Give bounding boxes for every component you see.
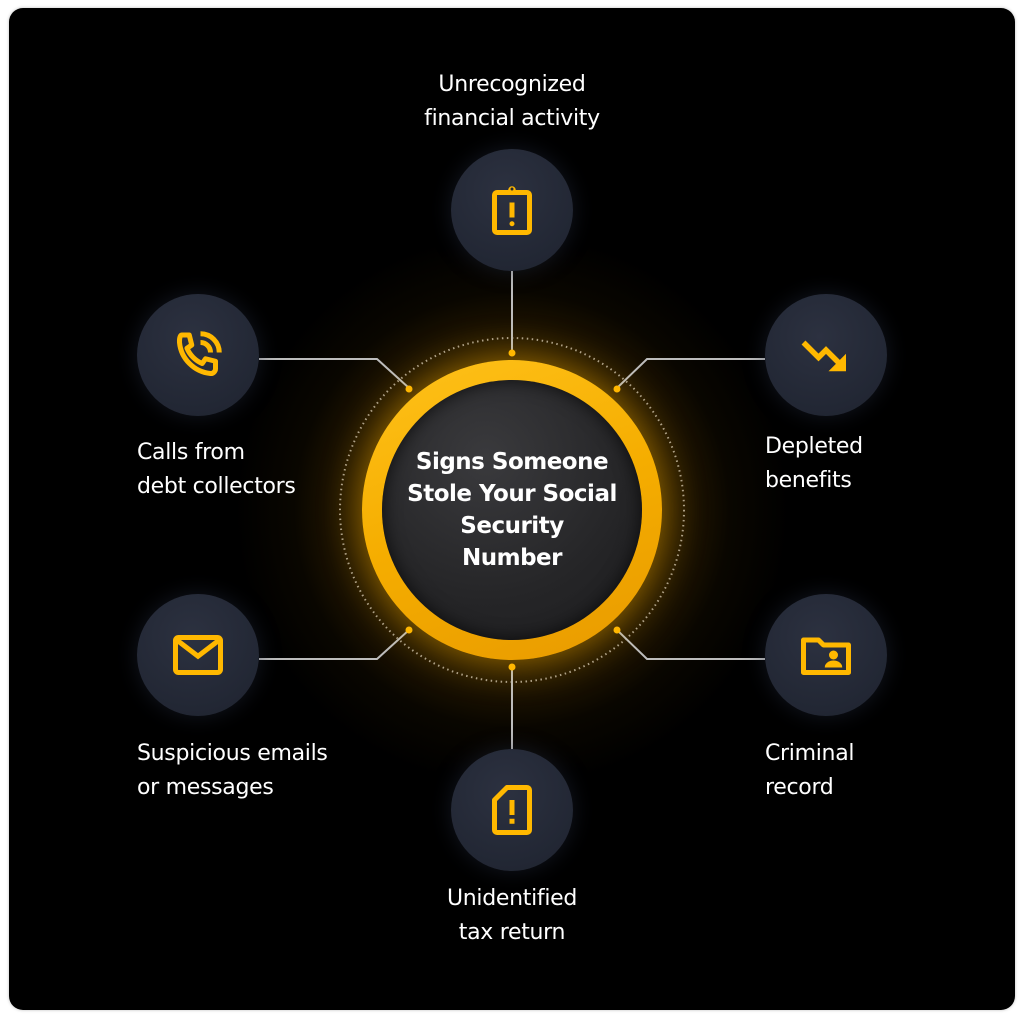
label-line: benefits [765,468,852,493]
center-ring: Signs Someone Stole Your Social Security… [362,360,662,660]
connector-right-bottom [616,629,765,660]
label-line: Criminal [765,741,855,766]
phone-ringing-icon [176,331,222,377]
connector-right-top [616,358,765,389]
node-depleted-benefits [765,294,887,416]
label-suspicious-emails: Suspicious emails or messages [137,737,417,805]
label-line: financial activity [424,106,600,131]
label-line: record [765,775,834,800]
label-unrecognized-financial-activity: Unrecognized financial activity [362,68,662,136]
label-depleted-benefits: Depleted benefits [765,430,965,498]
infographic-panel: Signs Someone Stole Your Social Security… [9,8,1015,1010]
connector-left-top [259,358,410,389]
connector-left-bottom [259,629,410,660]
folder-user-icon [801,637,851,675]
node-criminal-record [765,594,887,716]
center-circle: Signs Someone Stole Your Social Security… [382,380,642,640]
trending-down-icon [801,340,846,372]
document-alert-icon [492,785,532,835]
label-line: Unrecognized [438,72,586,97]
label-calls-from-debt-collectors: Calls from debt collectors [137,436,397,504]
label-line: debt collectors [137,474,296,499]
node-suspicious-emails [137,594,259,716]
label-line: Depleted [765,434,863,459]
clipboard-alert-icon [492,186,532,235]
node-unrecognized-financial-activity [451,149,573,271]
label-line: Unidentified [446,886,578,911]
node-unidentified-tax-return [451,749,573,871]
label-line: tax return [458,920,566,945]
envelope-icon [173,635,223,675]
label-line: Calls from [137,440,245,465]
connector-lines [259,271,765,750]
label-line: Suspicious emails [137,741,328,766]
label-unidentified-tax-return: Unidentified tax return [362,882,662,950]
label-criminal-record: Criminal record [765,737,965,805]
node-calls-from-debt-collectors [137,294,259,416]
diagram-title: Signs Someone Stole Your Social Security… [407,449,617,571]
label-line: or messages [137,775,274,800]
